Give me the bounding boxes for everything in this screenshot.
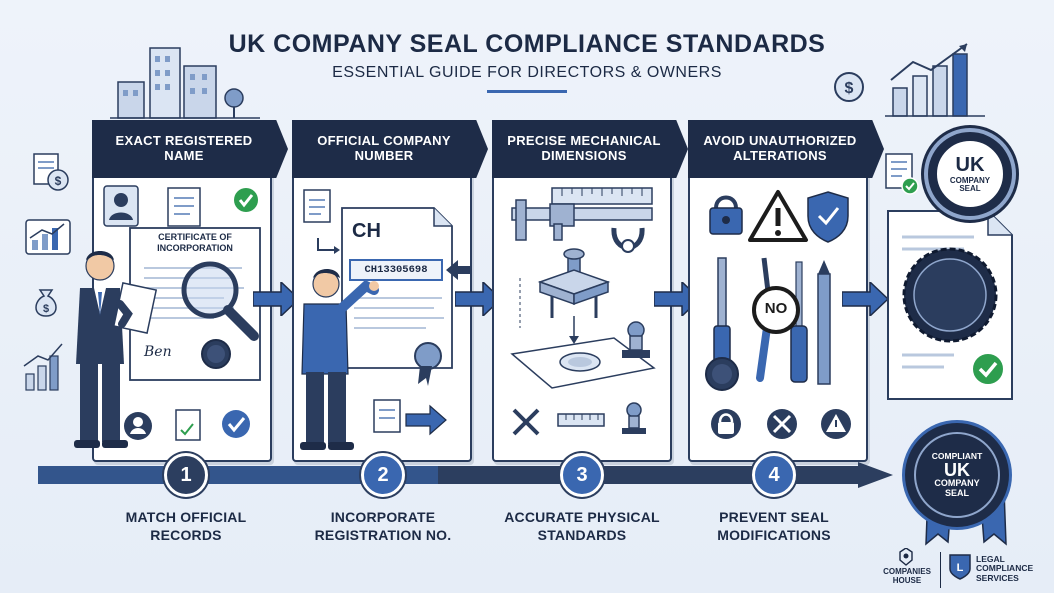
sealed-document xyxy=(887,210,1013,400)
step-label-2: INCORPORATE REGISTRATION NO. xyxy=(314,509,452,544)
seal-badge-uk: UK xyxy=(955,154,985,176)
signature-text: Ben xyxy=(144,344,172,360)
seal-badge-company: COMPANY xyxy=(949,176,991,185)
flow-arrow-1 xyxy=(253,282,299,316)
panel-avoid-alterations: AVOID UNAUTHORIZED ALTERATIONS xyxy=(688,120,884,462)
svg-text:$: $ xyxy=(55,174,62,188)
panel-illustration xyxy=(303,189,470,436)
step-label-1: MATCH OFFICIAL RECORDS xyxy=(125,509,247,544)
step-number-1: 1 xyxy=(164,453,208,497)
flow-arrow-4 xyxy=(842,282,888,316)
panel-header: PRECISE MECHANICAL DIMENSIONS xyxy=(492,120,688,178)
page-title: UK COMPANY SEAL COMPLIANCE STANDARDS xyxy=(228,30,826,58)
document-prefix: CH xyxy=(352,220,381,242)
step-number-4: 4 xyxy=(752,453,796,497)
panel-header: OFFICIAL COMPANY NUMBER xyxy=(292,120,488,178)
step-progress-bar xyxy=(38,462,893,488)
checklist-icon xyxy=(885,153,919,195)
svg-text:$: $ xyxy=(845,80,854,97)
seal-badge-seal: SEAL xyxy=(959,184,981,193)
svg-text:$: $ xyxy=(43,303,49,315)
growth-chart-icon xyxy=(885,43,985,117)
company-number-field: CH13305698 xyxy=(364,264,428,276)
companies-house-logo: COMPANIES HOUSE xyxy=(883,567,931,585)
legal-shield-logo-icon: L xyxy=(949,554,971,580)
crest-icon xyxy=(899,548,913,566)
panel-registered-name: EXACT REGISTERED NAME xyxy=(92,120,288,462)
rosette-compliant: COMPLIANT xyxy=(931,450,983,461)
rosette-seal: SEAL xyxy=(944,487,969,498)
step-label-4: PREVENT SEAL MODIFICATIONS xyxy=(717,509,831,544)
bar-chart-board-icon xyxy=(25,219,71,255)
businessman-reading-figure xyxy=(74,251,158,448)
panel-illustration xyxy=(510,187,656,436)
compliant-rosette: COMPLIANT UK COMPANY SEAL xyxy=(905,423,1009,527)
panel-illustration xyxy=(705,190,851,439)
uk-seal-badge: UK COMPANY SEAL xyxy=(924,128,1016,220)
legal-compliance-logo-text: LEGAL COMPLIANCE SERVICES xyxy=(976,554,1034,583)
certificate-title: CERTIFICATE OF INCORPORATION xyxy=(157,232,233,253)
no-sign-text: NO xyxy=(764,300,788,317)
money-bag-icon: $ xyxy=(35,289,57,317)
panel-header: AVOID UNAUTHORIZED ALTERATIONS xyxy=(688,120,884,178)
step-number-2: 2 xyxy=(361,453,405,497)
page-subtitle: ESSENTIAL GUIDE FOR DIRECTORS & OWNERS xyxy=(332,64,722,81)
rosette-company: COMPANY xyxy=(934,478,980,489)
step-label-3: ACCURATE PHYSICAL STANDARDS xyxy=(504,509,660,544)
city-skyline-icon xyxy=(110,47,260,119)
svg-text:L: L xyxy=(957,562,964,574)
businessman-pointing-figure xyxy=(300,269,379,450)
rising-bars-icon xyxy=(23,343,63,391)
panel-mechanical-dimensions: PRECISE MECHANICAL DIMENSIONS xyxy=(492,120,688,462)
document-coin-icon: $ xyxy=(33,153,69,191)
footer-divider xyxy=(940,552,941,588)
panel-header: EXACT REGISTERED NAME xyxy=(92,120,288,178)
rosette-uk: UK xyxy=(944,459,970,480)
title-divider xyxy=(487,90,567,93)
step-number-3: 3 xyxy=(560,453,604,497)
dollar-coin-icon: $ xyxy=(834,72,864,102)
